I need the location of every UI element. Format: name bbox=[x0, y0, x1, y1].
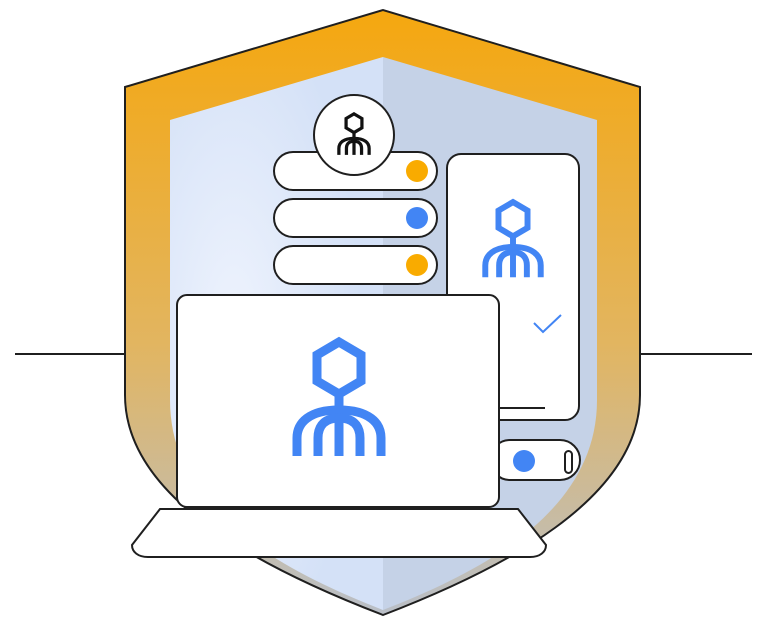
switch-slot bbox=[564, 450, 573, 474]
toggle-dot-orange bbox=[406, 254, 428, 276]
switch-toggle[interactable] bbox=[489, 439, 581, 481]
switch-knob bbox=[513, 450, 535, 472]
laptop-base bbox=[130, 508, 548, 558]
toggle-row[interactable] bbox=[273, 198, 438, 238]
toggle-dot-blue bbox=[406, 207, 428, 229]
toggle-list bbox=[273, 151, 438, 285]
check-icon[interactable] bbox=[533, 314, 562, 334]
toggle-row[interactable] bbox=[273, 245, 438, 285]
toggle-dot-orange bbox=[406, 160, 428, 182]
